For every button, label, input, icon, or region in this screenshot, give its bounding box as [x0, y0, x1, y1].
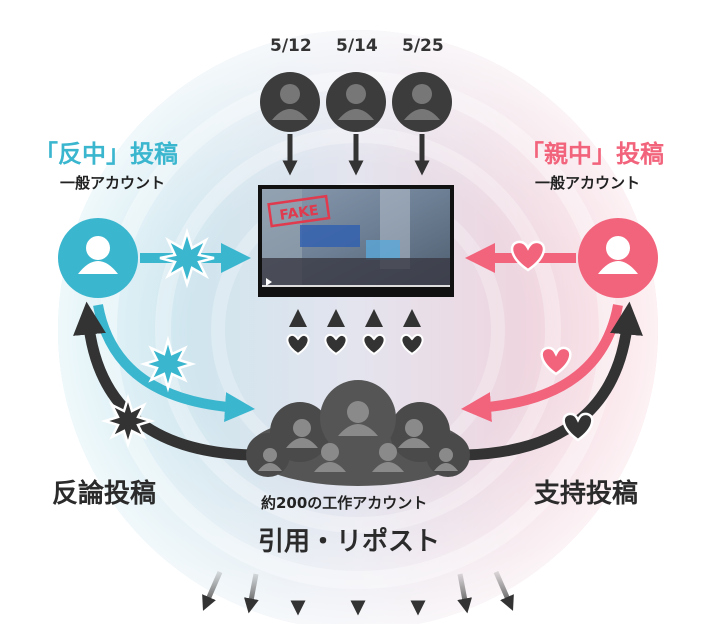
crowd-to-video-arrows: [286, 309, 424, 390]
spread-arrows: [202, 570, 514, 616]
support-post-label: 支持投稿: [534, 479, 639, 509]
date-label-3: 5/25: [402, 36, 444, 56]
pro-to-video-arrow: [465, 240, 576, 273]
top-arrows: [282, 134, 430, 176]
date-label-2: 5/14: [336, 36, 378, 56]
pro-title: 「親中」投稿: [520, 140, 664, 168]
fake-stamp: FAKE: [267, 194, 331, 228]
counter-arrow: [73, 301, 251, 461]
avatar-5-12: [260, 72, 320, 132]
heart-icon: [362, 333, 386, 356]
avatar-5-14: [326, 72, 386, 132]
anti-to-video-arrow: [140, 227, 251, 289]
heart-icon: [510, 240, 546, 272]
video-frame: [258, 185, 454, 297]
pro-subtitle: 一般アカウント: [535, 174, 641, 192]
counter-post-label: 反論投稿: [52, 479, 157, 509]
pro-poster-avatar: [578, 218, 658, 298]
heart-icon: [324, 333, 348, 356]
burst-icon: [100, 393, 156, 449]
burst-icon: [159, 227, 215, 289]
heart-icon: [540, 346, 572, 376]
crowd-label: 約200の工作アカウント: [261, 494, 428, 512]
heart-icon: [562, 412, 594, 442]
avatar-5-25: [392, 72, 452, 132]
burst-icon: [139, 335, 197, 393]
anti-title: 「反中」投稿: [34, 140, 178, 168]
svg-text:FAKE: FAKE: [279, 202, 320, 223]
support-arrow: [465, 301, 643, 461]
heart-icon: [400, 333, 424, 356]
quote-repost-label: 引用・リポスト: [258, 527, 441, 557]
date-label-1: 5/12: [270, 36, 312, 56]
top-avatars: [260, 72, 452, 132]
anti-subtitle: 一般アカウント: [60, 174, 166, 192]
crowd-cloud: [246, 380, 470, 486]
anti-poster-avatar: [58, 218, 138, 298]
heart-icon: [286, 333, 310, 356]
